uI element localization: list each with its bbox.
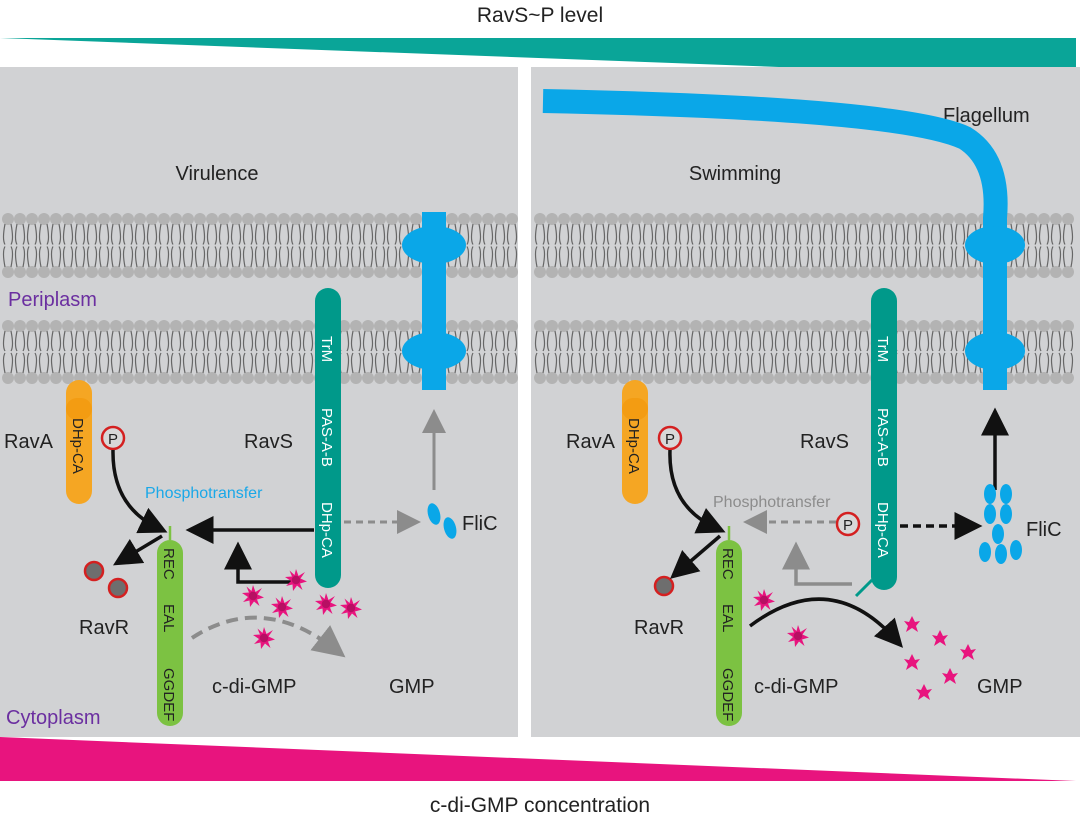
- flic-label-right: FliC: [1026, 519, 1062, 541]
- rava-dhp-ca-domain: DHp-CA: [69, 418, 86, 474]
- ravs-dhp-ca-domain-right: DHp-CA: [874, 502, 891, 558]
- c-di-gmp-binding-arrow-right: [782, 541, 852, 586]
- phosphotransfer-label: Phosphotransfer: [145, 485, 263, 502]
- rava-phospho-group-right: P: [657, 425, 683, 451]
- c-di-gmp-concentration-label: c-di-GMP concentration: [430, 794, 650, 817]
- ravr-release-arrow-right: [670, 534, 722, 579]
- ravs-phospho-group: P: [835, 511, 861, 537]
- rava-phospho-p: P: [108, 431, 118, 448]
- flic-monomers-right: [979, 484, 1022, 564]
- flic-label: FliC: [462, 513, 498, 535]
- rava-protein: DHp-CA: [66, 380, 92, 504]
- ravr-rec-domain: REC: [160, 548, 177, 580]
- ravs-label: RavS: [244, 431, 293, 453]
- ravs-p-level-label: RavS~P level: [477, 4, 603, 27]
- c-di-gmp-degradation-arrow: [190, 615, 346, 658]
- swimming-title: Swimming: [689, 163, 781, 185]
- gmp-label: GMP: [389, 676, 435, 698]
- ravr-protein-right: REC EAL GGDEF: [716, 526, 742, 726]
- rava-dhp-ca-domain-right: DHp-CA: [625, 418, 642, 474]
- released-phosphate-right: [653, 575, 675, 597]
- right-panel-content: Swimming Flagellum RavA DHp-CA P RavS Tr…: [542, 89, 1062, 726]
- flagellum: [542, 89, 1008, 390]
- ravs-trm-domain-right: TrM: [874, 336, 891, 362]
- c-di-gmp-degradation-arrow-right: [748, 597, 903, 648]
- flagellar-basal-body-right: [965, 226, 1025, 370]
- cytoplasm-label: Cytoplasm: [6, 707, 100, 729]
- rava-protein-right: DHp-CA: [622, 380, 648, 504]
- left-panel-content: Virulence Periplasm Cytoplasm RavA DHp-C…: [4, 163, 498, 729]
- rava-to-ravr-arrow-right: [668, 449, 726, 534]
- ravs-protein-right: TrM PAS-A-B DHp-CA: [854, 288, 897, 598]
- c-di-gmp-binding-arrow: [224, 541, 292, 584]
- rava-phospho-group: P: [100, 425, 126, 451]
- c-di-gmp-gradient: [0, 737, 1076, 781]
- rava-to-ravr-arrow: [111, 449, 168, 534]
- ravr-ggdef-domain-right: GGDEF: [719, 668, 736, 721]
- ravs-dhp-ca-domain: DHp-CA: [318, 502, 335, 558]
- flic-monomers: [427, 503, 457, 539]
- ravr-label: RavR: [79, 617, 129, 639]
- ravs-phospho-p: P: [843, 517, 853, 534]
- phosphotransfer-label-right: Phosphotransfer: [713, 494, 831, 511]
- c-di-gmp-label-right: c-di-GMP: [754, 676, 838, 698]
- ravr-release-arrow: [112, 534, 163, 566]
- flagellum-label: Flagellum: [943, 105, 1030, 127]
- ravr-eal-domain: EAL: [160, 604, 177, 632]
- rava-phospho-p-right: P: [665, 431, 675, 448]
- periplasm-label: Periplasm: [8, 289, 97, 311]
- flagellar-basal-body: [402, 212, 466, 390]
- gmp-label-right: GMP: [977, 676, 1023, 698]
- ravr-protein: REC EAL GGDEF: [157, 526, 183, 726]
- ravr-label-right: RavR: [634, 617, 684, 639]
- ravr-rec-domain-right: REC: [719, 548, 736, 580]
- ravs-pas-domain-right: PAS-A-B: [874, 408, 891, 467]
- ravs-trm-domain: TrM: [318, 336, 335, 362]
- ravs-pas-domain: PAS-A-B: [318, 408, 335, 467]
- ravs-label-right: RavS: [800, 431, 849, 453]
- released-phosphates: [83, 560, 129, 599]
- ravr-eal-domain-right: EAL: [719, 604, 736, 632]
- c-di-gmp-label: c-di-GMP: [212, 676, 296, 698]
- rava-label: RavA: [4, 431, 54, 453]
- ravs-protein: TrM PAS-A-B DHp-CA: [315, 288, 341, 588]
- ravr-ggdef-domain: GGDEF: [160, 668, 177, 721]
- rava-label-right: RavA: [566, 431, 616, 453]
- virulence-title: Virulence: [175, 163, 258, 185]
